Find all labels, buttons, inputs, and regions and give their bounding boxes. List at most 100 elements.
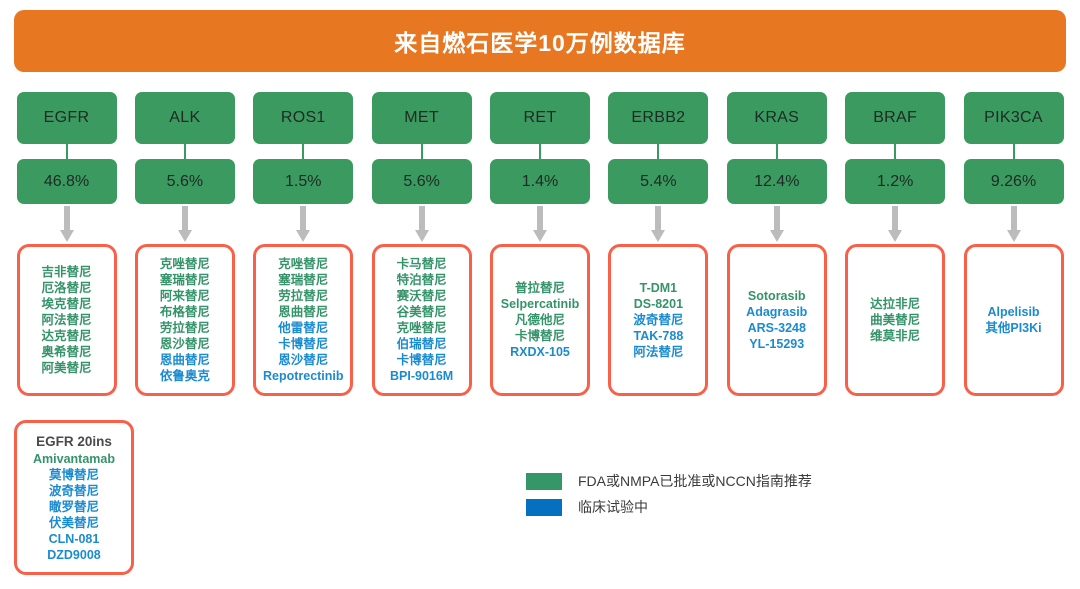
drug-box-braf[interactable]: 达拉非尼曲美替尼维莫非尼 — [845, 244, 946, 396]
arrow-down-icon — [177, 206, 192, 244]
drug-item: 其他PI3Ki — [985, 321, 1042, 335]
frequency-box-erbb2[interactable]: 5.4% — [608, 159, 709, 204]
frequency-box-alk[interactable]: 5.6% — [134, 159, 235, 204]
connector-line — [302, 144, 305, 159]
drug-item: 依鲁奥克 — [159, 369, 210, 383]
drug-item: 谷美替尼 — [396, 305, 447, 319]
drug-item: 卡博替尼 — [514, 329, 565, 343]
legend-label: 临床试验中 — [578, 499, 648, 515]
drug-item: ARS-3248 — [747, 321, 806, 335]
drug-item: Selpercatinib — [500, 297, 580, 311]
drug-item: 伏美替尼 — [48, 515, 99, 530]
arrow-down-icon — [414, 206, 429, 244]
gene-box-kras[interactable]: KRAS — [726, 92, 827, 144]
drug-item: 卡博替尼 — [278, 337, 329, 351]
egfr-20ins-title: EGFR 20ins — [36, 433, 112, 449]
connector-line — [65, 144, 68, 159]
drug-item: 赛沃替尼 — [396, 289, 447, 303]
gene-box-erbb2[interactable]: ERBB2 — [608, 92, 709, 144]
arrow-down-icon — [533, 206, 547, 244]
connector-line — [657, 144, 660, 159]
gene-label: PIK3CA — [984, 109, 1043, 126]
drug-item: 卡博替尼 — [396, 353, 447, 367]
gene-column-pik3ca: PIK3CA 9.26% Alpelisib 其他PI3Ki — [961, 92, 1066, 396]
drug-item: 吉非替尼 — [41, 265, 92, 279]
drug-item: YL-15293 — [749, 337, 805, 351]
drug-item: 莫博替尼 — [48, 467, 99, 482]
drug-item: RXDX-105 — [510, 345, 570, 359]
page-title: 来自燃石医学10万例数据库 — [394, 30, 686, 56]
frequency-box-met[interactable]: 5.6% — [371, 159, 472, 204]
gene-box-braf[interactable]: BRAF — [845, 92, 946, 144]
gene-label: ROS1 — [280, 109, 326, 126]
drug-item: CLN-081 — [48, 531, 100, 546]
connector-line — [894, 144, 897, 159]
gene-box-ros1[interactable]: ROS1 — [253, 92, 354, 144]
drug-item: 阿法替尼 — [41, 313, 92, 327]
drug-item: 普拉替尼 — [514, 281, 565, 295]
drug-item: 卡马替尼 — [396, 257, 447, 271]
legend-row: 临床试验中 — [526, 494, 812, 520]
gene-label: KRAS — [754, 109, 800, 126]
drug-item: DZD9008 — [47, 547, 101, 562]
frequency-box-egfr[interactable]: 46.8% — [16, 159, 117, 204]
legend-label: FDA或NMPA已批准或NCCN指南推荐 — [578, 473, 812, 489]
gene-column-braf: BRAF 1.2% 达拉非尼曲美替尼维莫非尼 — [843, 92, 948, 396]
drug-item: 塞瑞替尼 — [278, 273, 329, 287]
frequency-label: 5.6% — [166, 172, 204, 190]
legend: FDA或NMPA已批准或NCCN指南推荐临床试验中 — [526, 468, 812, 520]
gene-label: RET — [523, 109, 557, 126]
legend-row: FDA或NMPA已批准或NCCN指南推荐 — [526, 468, 812, 494]
drug-item: 阿法替尼 — [633, 345, 684, 359]
drug-box-alk[interactable]: 克唑替尼塞瑞替尼阿来替尼布格替尼劳拉替尼恩沙替尼恩曲替尼依鲁奥克 — [134, 244, 235, 396]
connector-line — [1012, 144, 1015, 159]
arrow-down-icon — [651, 206, 666, 244]
legend-swatch-green — [526, 472, 562, 490]
frequency-label: 46.8% — [43, 172, 90, 190]
drug-item: 克唑替尼 — [159, 257, 210, 271]
gene-box-met[interactable]: MET — [371, 92, 472, 144]
drug-item: 恩沙替尼 — [159, 337, 210, 351]
drug-item: 达克替尼 — [41, 329, 92, 343]
arrow-down-icon — [1006, 206, 1021, 244]
drug-item: 恩曲替尼 — [159, 353, 210, 367]
drug-item: 阿美替尼 — [41, 361, 92, 375]
frequency-label: 9.26% — [990, 172, 1037, 190]
arrow-down-icon — [296, 206, 311, 244]
legend-swatch-blue — [526, 498, 562, 516]
drug-item: 瞮罗替尼 — [48, 499, 99, 514]
arrow-down-icon — [888, 206, 903, 244]
drug-box-pik3ca[interactable]: Alpelisib 其他PI3Ki — [963, 244, 1064, 396]
gene-label: ALK — [169, 109, 201, 126]
frequency-box-ros1[interactable]: 1.5% — [253, 159, 354, 204]
frequency-box-kras[interactable]: 12.4% — [726, 159, 827, 204]
drug-box-egfr[interactable]: 吉非替尼厄洛替尼埃克替尼阿法替尼达克替尼奥希替尼阿美替尼 — [16, 244, 117, 396]
arrow-down-icon — [769, 206, 784, 244]
drug-item: Alpelisib — [987, 305, 1040, 319]
drug-item: Amivantamab — [33, 451, 115, 466]
header-banner: 来自燃石医学10万例数据库 — [14, 10, 1066, 72]
gene-box-ret[interactable]: RET — [490, 92, 590, 144]
gene-box-alk[interactable]: ALK — [134, 92, 235, 144]
drug-item: 恩曲替尼 — [278, 305, 329, 319]
frequency-box-braf[interactable]: 1.2% — [845, 159, 946, 204]
drug-item: 波奇替尼 — [633, 313, 684, 327]
drug-item: 阿来替尼 — [159, 289, 210, 303]
gene-box-pik3ca[interactable]: PIK3CA — [963, 92, 1064, 144]
drug-item: 克唑替尼 — [396, 321, 447, 335]
frequency-box-pik3ca[interactable]: 9.26% — [963, 159, 1064, 204]
gene-box-egfr[interactable]: EGFR — [16, 92, 117, 144]
frequency-box-ret[interactable]: 1.4% — [490, 159, 590, 204]
